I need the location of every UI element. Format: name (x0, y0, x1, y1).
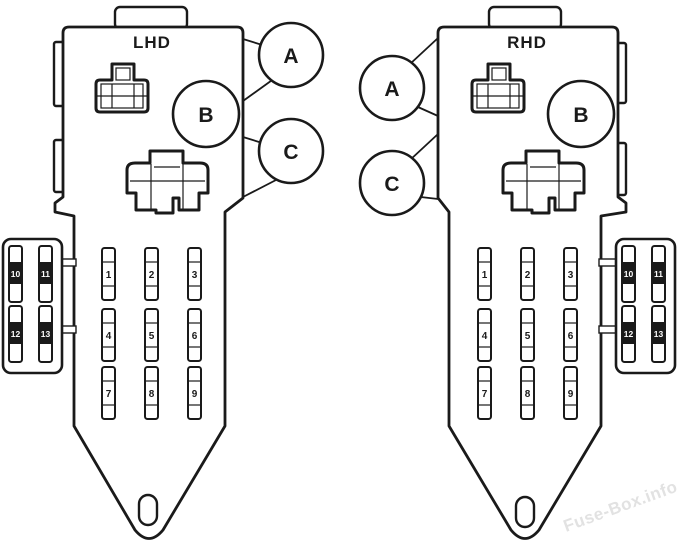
rhd-fuse-5: 5 (520, 308, 535, 362)
rhd-callout-c-label: C (384, 173, 399, 196)
lhd-callout-a-label: A (283, 45, 298, 68)
lhd-small-connector (94, 62, 150, 114)
lhd-title: LHD (133, 33, 171, 52)
lhd-callout-b-circle (171, 79, 241, 149)
svg-text:10: 10 (624, 269, 634, 279)
svg-text:4: 4 (482, 331, 488, 342)
rhd-small-connector (470, 62, 526, 114)
rhd-side-fuse-12: 12 (621, 305, 636, 363)
rhd-fuse-9: 9 (563, 366, 578, 420)
rhd-callout-c-circle (358, 149, 426, 217)
svg-text:2: 2 (149, 270, 155, 281)
svg-text:8: 8 (149, 389, 155, 400)
lhd-callout-b: B (171, 79, 241, 149)
svg-text:7: 7 (106, 389, 112, 400)
rhd-fuse-7: 7 (477, 366, 492, 420)
lhd-side-fuse-11: 11 (38, 245, 53, 303)
lhd-fuse-2: 2 (144, 247, 159, 301)
rhd-callout-a-label: A (384, 78, 399, 101)
rhd-large-connector (501, 149, 586, 215)
svg-text:9: 9 (192, 389, 198, 400)
svg-text:4: 4 (106, 331, 112, 342)
lhd-callout-b-label: B (198, 104, 213, 127)
svg-text:11: 11 (41, 269, 50, 279)
lhd-side-panel: 10 11 12 13 (1, 237, 77, 375)
rhd-fuse-6: 6 (563, 308, 578, 362)
svg-text:12: 12 (11, 329, 21, 339)
rhd-side-fuse-10: 10 (621, 245, 636, 303)
rhd-callout-b-circle (546, 79, 616, 149)
svg-text:10: 10 (11, 269, 21, 279)
svg-text:3: 3 (568, 270, 574, 281)
svg-text:2: 2 (525, 270, 531, 281)
svg-text:1: 1 (482, 270, 488, 281)
rhd-callout-a: A (358, 54, 426, 122)
lhd-mounting-hole (137, 493, 159, 527)
svg-text:3: 3 (192, 270, 198, 281)
svg-text:12: 12 (624, 329, 634, 339)
lhd-fuse-3: 3 (187, 247, 202, 301)
watermark-text: Fuse-Box.info (561, 477, 680, 536)
rhd-fusebox: RHD A (358, 5, 677, 540)
lhd-callout-c-circle (257, 117, 325, 185)
rhd-side-panel: 10 11 12 13 (598, 237, 677, 375)
svg-text:9: 9 (568, 389, 574, 400)
lhd-large-connector (125, 149, 210, 215)
rhd-fuse-3: 3 (563, 247, 578, 301)
lhd-callout-a: A (257, 21, 325, 89)
rhd-callout-a-circle (358, 54, 426, 122)
svg-text:8: 8 (525, 389, 531, 400)
svg-text:7: 7 (482, 389, 488, 400)
rhd-callout-c: C (358, 149, 426, 217)
svg-text:5: 5 (525, 331, 531, 342)
lhd-side-fuse-13: 13 (38, 305, 53, 363)
lhd-callout-c-label: C (283, 141, 298, 164)
rhd-fuse-4: 4 (477, 308, 492, 362)
rhd-callout-b-label: B (573, 104, 588, 127)
lhd-fuse-6: 6 (187, 308, 202, 362)
rhd-title: RHD (507, 33, 547, 52)
svg-text:11: 11 (654, 269, 663, 279)
lhd-fusebox: LHD A (1, 5, 325, 540)
lhd-fuse-1: 1 (101, 247, 116, 301)
rhd-fuse-2: 2 (520, 247, 535, 301)
svg-text:1: 1 (106, 270, 112, 281)
rhd-mounting-hole (514, 495, 536, 529)
lhd-side-fuse-12: 12 (8, 305, 23, 363)
rhd-fuse-8: 8 (520, 366, 535, 420)
rhd-side-fuse-13: 13 (651, 305, 666, 363)
rhd-callout-b: B (546, 79, 616, 149)
lhd-fuse-8: 8 (144, 366, 159, 420)
lhd-fuse-9: 9 (187, 366, 202, 420)
svg-text:13: 13 (41, 329, 51, 339)
svg-text:6: 6 (192, 331, 198, 342)
rhd-fuse-1: 1 (477, 247, 492, 301)
svg-text:6: 6 (568, 331, 574, 342)
rhd-side-fuse-11: 11 (651, 245, 666, 303)
lhd-fuse-7: 7 (101, 366, 116, 420)
svg-text:5: 5 (149, 331, 155, 342)
lhd-fuse-4: 4 (101, 308, 116, 362)
lhd-fuse-5: 5 (144, 308, 159, 362)
svg-text:13: 13 (654, 329, 664, 339)
lhd-callout-a-circle (257, 21, 325, 89)
lhd-side-fuse-10: 10 (8, 245, 23, 303)
lhd-callout-c: C (257, 117, 325, 185)
